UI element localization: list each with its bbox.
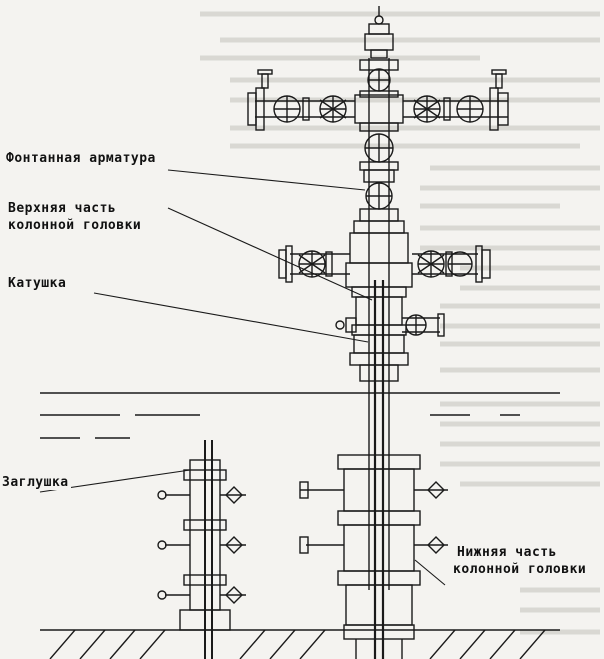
plug-casing-column (157, 440, 246, 659)
ground-level-lines (40, 392, 560, 439)
label-lower-casing-head-1: Нижняя часть (455, 545, 559, 560)
flow-cross (247, 69, 509, 131)
label-lower-casing-head-2: колонной головки (451, 562, 589, 577)
label-upper-casing-head-1: Верхняя часть (6, 201, 119, 216)
upper-casing-head (278, 220, 491, 288)
label-upper-casing-head-2: колонной головки (6, 218, 144, 233)
label-spool: Катушка (6, 276, 69, 291)
master-valve-upper (359, 59, 399, 98)
ground-hatching (40, 629, 560, 659)
label-christmas-tree: Фонтанная арматура (4, 151, 158, 166)
lower-casing-head (299, 454, 448, 659)
spool (335, 286, 445, 382)
label-plug: Заглушка (0, 475, 71, 490)
top-cap (364, 6, 394, 59)
bleed-through-text (200, 11, 600, 635)
master-valve-lower (359, 122, 399, 222)
